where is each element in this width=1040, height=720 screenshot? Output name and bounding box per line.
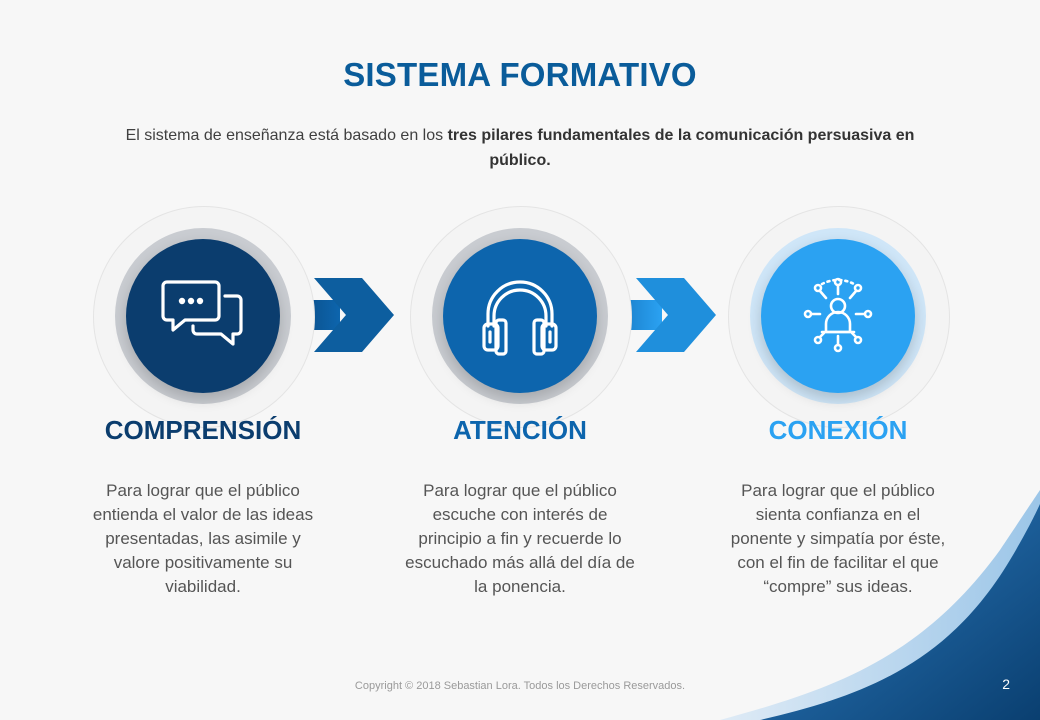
pillar-3-description: Para lograr que el público sienta confia… — [730, 481, 946, 596]
pillar-1-description: Para lograr que el público entienda el v… — [92, 481, 314, 596]
pillar-1-title: COMPRENSIÓN — [104, 415, 302, 445]
pillar-3-title: CONEXIÓN — [768, 415, 908, 445]
headphones-icon — [482, 280, 558, 356]
slide-title: SISTEMA FORMATIVO — [343, 56, 697, 93]
network-person-icon — [803, 277, 873, 353]
page-number: 2 — [1002, 676, 1010, 692]
slide-subtitle: El sistema de enseñanza está basado en l… — [120, 123, 920, 173]
subtitle-plain-text: El sistema de enseñanza está basado en l… — [125, 127, 448, 144]
subtitle-bold-text: tres pilares fundamentales de la comunic… — [447, 127, 915, 169]
chat-bubbles-icon — [161, 280, 243, 346]
corner-wave-decoration — [720, 490, 1040, 720]
copyright-footer: Copyright © 2018 Sebastian Lora. Todos l… — [354, 680, 686, 692]
pillar-2-description: Para lograr que el público escuche con i… — [405, 481, 635, 596]
pillar-3-circle — [761, 239, 915, 393]
pillar-2-circle — [443, 239, 597, 393]
pillar-1-circle — [126, 239, 280, 393]
pillar-2-title: ATENCIÓN — [453, 415, 587, 445]
